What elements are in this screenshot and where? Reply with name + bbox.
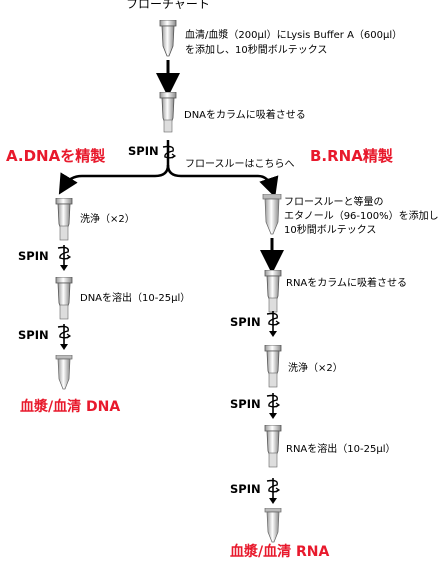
eppendorf-tube-icon (55, 354, 73, 395)
spin-label: SPIN (18, 328, 49, 342)
branch-b-ethanol-line2: エタノール（96-100%）を添加し (284, 211, 438, 222)
column-tube-icon (54, 197, 74, 246)
branch-split-line-right (166, 164, 279, 198)
column-tube-icon (263, 269, 283, 318)
spin-icon (54, 243, 74, 277)
branch-b-elute: RNAを溶出（10-25μl） (286, 444, 396, 455)
step2-text: DNAをカラムに吸着させる (184, 110, 306, 121)
spin-icon (263, 309, 283, 343)
spin-icon (160, 142, 178, 168)
branch-b-bind: RNAをカラムに吸着させる (286, 278, 407, 289)
page-title: フローチャート (126, 0, 210, 11)
flowthrough-note: フロースルーはこちらへ (185, 159, 295, 170)
eppendorf-tube-icon (264, 507, 282, 548)
spin-label: SPIN (18, 249, 49, 263)
step1-text-line2: を添加し、10秒間ボルテックス (185, 45, 328, 56)
column-tube-icon (54, 276, 74, 325)
branch-b-title: B.RNA精製 (310, 147, 393, 165)
branch-b-ethanol-line1: フロースルーと等量の (284, 197, 384, 208)
eppendorf-tube-icon (262, 193, 282, 240)
branch-a-result: 血漿/血清 DNA (20, 399, 121, 415)
spin-label: SPIN (128, 144, 159, 158)
spin-icon (263, 391, 283, 425)
branch-b-wash: 洗浄（×2） (288, 363, 343, 374)
step1-text-line1: 血清/血漿（200μl）にLysis Buffer A（600μl） (185, 30, 403, 41)
spin-icon (263, 476, 283, 510)
branch-b-ethanol-line3: 10秒間ボルテックス (284, 225, 377, 236)
branch-a-title: A.DNAを精製 (6, 147, 106, 165)
column-tube-icon (158, 91, 178, 138)
column-tube-icon (263, 344, 283, 393)
column-tube-icon (263, 424, 283, 473)
branch-b-result: 血漿/血清 RNA (230, 544, 330, 560)
spin-icon (54, 322, 74, 356)
branch-a-wash: 洗浄（×2） (80, 214, 135, 225)
branch-a-elute: DNAを溶出（10-25μl） (80, 293, 191, 304)
spin-label: SPIN (230, 315, 261, 329)
column-tube-icon (158, 19, 178, 64)
spin-label: SPIN (230, 397, 261, 411)
spin-label: SPIN (230, 482, 261, 496)
